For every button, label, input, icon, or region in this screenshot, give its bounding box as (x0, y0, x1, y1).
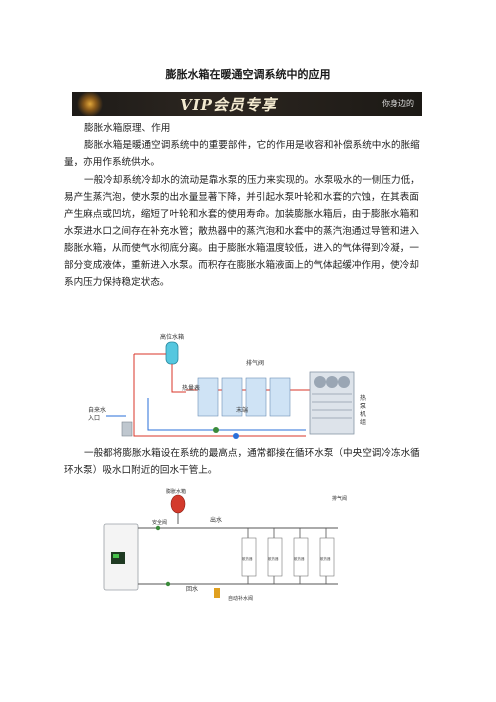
water-inlet-label-2: 入口 (88, 415, 100, 422)
heat-pump-label-1: 热 (360, 394, 366, 402)
vent-valve-label-2: 排气阀 (332, 495, 347, 502)
high-tank-label: 高位水箱 (160, 333, 184, 341)
heat-pump-label-3: 机 (360, 410, 366, 418)
section-heading: 膨胀水箱原理、作用 (84, 123, 171, 134)
figure-heat-pump-system: 高位水箱 热量表 末端 排气阀 热 泵 机 组 自来水 入口 (86, 332, 404, 442)
terminal-label: 末端 (236, 406, 248, 414)
page-title: 膨胀水箱在暖通空调系统中的应用 (165, 68, 331, 81)
heat-meter-label: 热量表 (182, 384, 200, 392)
radiators: 热量表 末端 排气阀 (182, 359, 291, 417)
vip-banner[interactable]: VIP会员专享 你身边的 (72, 92, 422, 116)
safety-valve-label: 安全阀 (152, 519, 167, 526)
heat-pump-label-2: 泵 (360, 403, 366, 410)
paragraph-3: 一般都将膨胀水箱设在系统的最高点，通常都接在循环水泵（中央空调冷冻水循环水泵）吸… (64, 448, 420, 476)
expansion-tank-label: 膨胀水箱 (166, 488, 186, 495)
paragraph-1: 膨胀水箱是暖通空调系统中的重要部件，它的作用是收容和补偿系统中水的胀缩量，亦用作… (64, 140, 420, 168)
vent-valve-label: 排气阀 (246, 359, 264, 367)
outflow-label: 出水 (210, 516, 222, 524)
expansion-tank: 膨胀水箱 (166, 488, 186, 524)
vip-banner-text: VIP会员专享 (180, 96, 277, 114)
vip-banner-tag: 你身边的 (382, 99, 414, 108)
lamp-icon (72, 92, 108, 116)
return-label: 回水 (186, 585, 198, 593)
radiator-group: 散热器 散热器 散热器 散热器 (241, 528, 335, 584)
heat-pump-label-4: 组 (360, 418, 366, 426)
radiator-label-1: 散热器 (242, 556, 253, 561)
water-inlet-label-1: 自来水 (88, 406, 106, 414)
auto-fill-valve-label: 自动补水阀 (228, 595, 253, 602)
heat-pump-unit: 热 泵 机 组 (309, 371, 366, 435)
figure-boiler-system: 膨胀水箱 安全阀 出水 回水 自动补水阀 排气阀 散热器 散热器 散热器 散热器 (98, 488, 360, 612)
wall-boiler (103, 523, 139, 591)
radiator-label-3: 散热器 (294, 556, 305, 561)
radiator-label-2: 散热器 (268, 556, 279, 561)
paragraph-2: 一般冷却系统冷却水的流动是靠水泵的压力来实现的。水泵吸水的一侧压力低，易产生蒸汽… (64, 175, 420, 288)
radiator-label-4: 散热器 (320, 556, 331, 561)
